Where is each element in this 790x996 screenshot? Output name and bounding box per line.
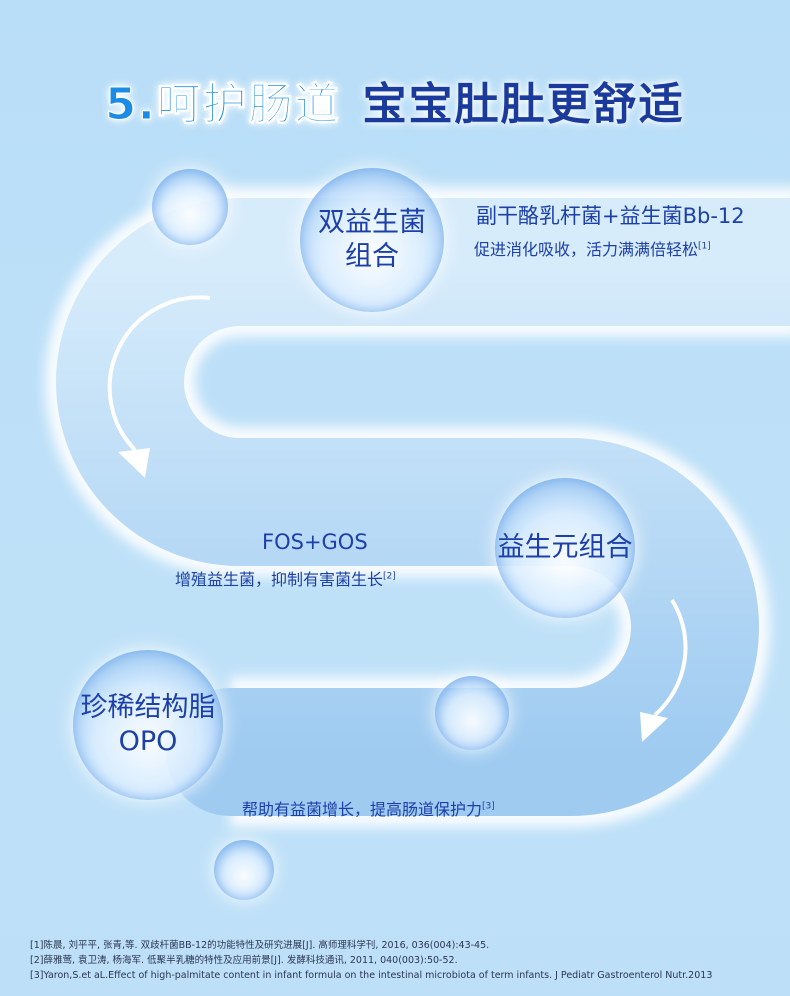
section1-heading: 副干酪乳杆菌+益生菌Bb-12 <box>476 204 745 228</box>
bubble-label: 益生元组合 <box>497 532 633 564</box>
title-part2: 宝宝肚肚更舒适 <box>362 79 685 130</box>
section1-desc: 促进消化吸收，活力满满倍轻松 <box>474 240 699 259</box>
reference-item: [1]陈晨, 刘平平, 张青,等. 双歧杆菌BB-12的功能特性及研究进展[J]… <box>30 940 490 951</box>
bubble-label: OPO <box>118 726 178 757</box>
bubble-label: 组合 <box>345 241 399 272</box>
section2-heading: FOS+GOS <box>262 530 368 554</box>
page-title: 5.呵护肠道宝宝肚肚更舒适 <box>0 68 790 132</box>
title-part1: 5.呵护肠道 <box>105 79 341 131</box>
bubble-label: 珍稀结构脂 <box>80 692 216 724</box>
arrow-head-icon <box>640 712 668 742</box>
ref-mark: [1] <box>698 241 711 252</box>
reference-item: [2]薛雅莺, 袁卫涛, 杨海军. 低聚半乳糖的特性及应用前景[J]. 发酵科技… <box>30 955 458 966</box>
reference-item: [3]Yaron,S.et aL.Effect of high-palmitat… <box>30 970 713 981</box>
bubble-dual-probiotics: 双益生菌组合 <box>300 168 444 312</box>
arrow-curve-left <box>107 295 211 452</box>
arrow-curve-right <box>653 598 688 717</box>
ref-mark: [2] <box>383 571 396 582</box>
ref-mark: [3] <box>482 801 495 812</box>
section2-desc: 增殖益生菌，抑制有害菌生长 <box>175 570 384 589</box>
references: [1]陈晨, 刘平平, 张青,等. 双歧杆菌BB-12的功能特性及研究进展[J]… <box>30 938 712 983</box>
bubble-label: 双益生菌 <box>318 207 426 239</box>
arrow-head-icon <box>118 448 150 478</box>
decorative-bubble <box>152 169 228 245</box>
section3-desc: 帮助有益菌增长，提高肠道保护力 <box>242 800 483 819</box>
decorative-bubble <box>435 676 509 750</box>
bubble-prebiotics: 益生元组合 <box>495 478 635 618</box>
decorative-bubble <box>214 840 274 900</box>
